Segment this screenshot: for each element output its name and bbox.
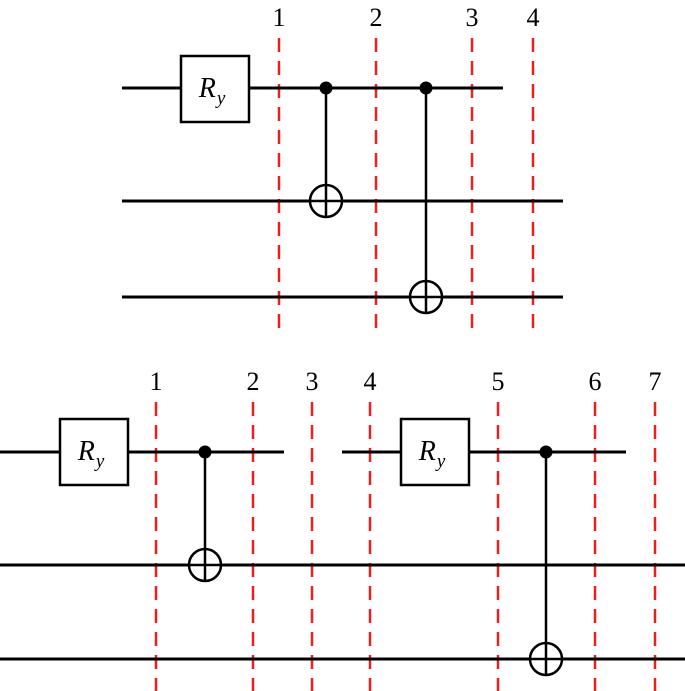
top-ry-gate: Ry bbox=[179, 54, 251, 124]
bottom-ry-gate-1: Ry bbox=[58, 417, 130, 487]
bottom-cnot-gate-2 bbox=[528, 445, 564, 677]
bottom-slice-label-6: 6 bbox=[589, 367, 602, 396]
bottom-cnot-gate-1 bbox=[187, 445, 223, 583]
bottom-slice-label-1: 1 bbox=[150, 367, 163, 396]
bottom-cnot-1-control-dot bbox=[198, 445, 212, 459]
top-slice-label-2: 2 bbox=[370, 3, 383, 32]
top-cnot-2-control-dot bbox=[419, 81, 433, 95]
bottom-slice-label-4: 4 bbox=[364, 367, 377, 396]
bottom-slice-label-2: 2 bbox=[247, 367, 260, 396]
top-cnot-gate-1 bbox=[308, 81, 344, 219]
top-circuit: 1 2 3 4 Ry bbox=[122, 3, 563, 330]
top-slice-label-3: 3 bbox=[466, 3, 479, 32]
bottom-slice-label-3: 3 bbox=[306, 367, 319, 396]
top-ry-gate-label: Ry bbox=[198, 73, 226, 109]
top-slice-label-1: 1 bbox=[273, 3, 286, 32]
bottom-circuit: 1 2 3 4 5 6 7 Ry Ry bbox=[0, 367, 685, 691]
top-cnot-gate-2 bbox=[408, 81, 444, 315]
top-cnot-1-control-dot bbox=[319, 81, 333, 95]
bottom-ry-gate-2-label: Ry bbox=[418, 436, 446, 472]
bottom-ry-gate-2: Ry bbox=[399, 417, 471, 487]
bottom-slice-label-5: 5 bbox=[492, 367, 505, 396]
bottom-ry-gate-1-label: Ry bbox=[77, 436, 105, 472]
top-slice-label-4: 4 bbox=[527, 3, 540, 32]
bottom-slice-label-7: 7 bbox=[649, 367, 662, 396]
bottom-cnot-2-control-dot bbox=[539, 445, 553, 459]
